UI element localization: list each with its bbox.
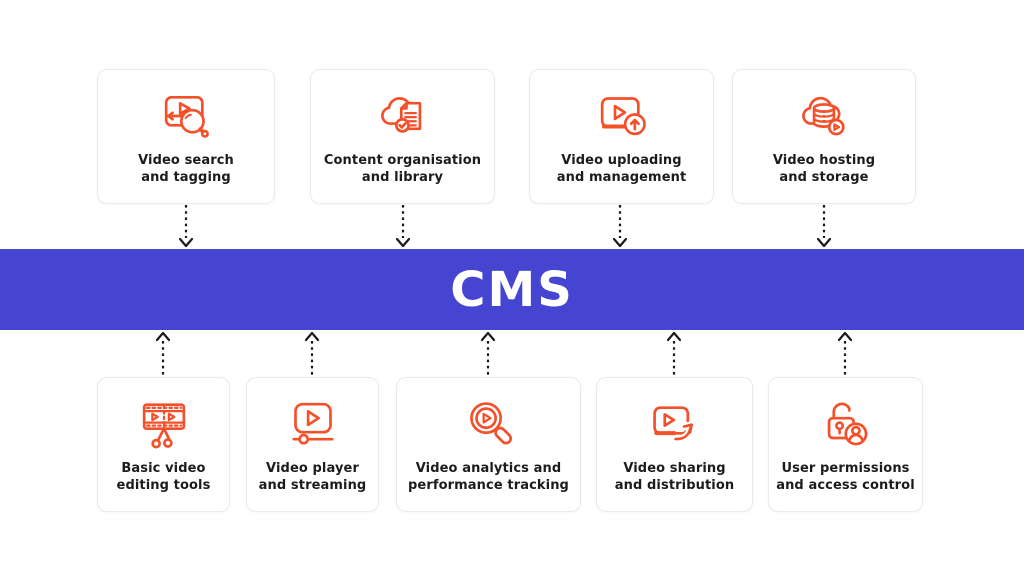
- label-line: and tagging: [141, 169, 231, 185]
- cms-title: CMS: [450, 261, 574, 318]
- card-label: Video hosting and storage: [773, 152, 875, 186]
- video-editing-icon: [136, 396, 192, 452]
- cloud-document-icon: [375, 88, 431, 144]
- card-basic-video-editing-tools: Basic video editing tools: [97, 377, 230, 512]
- video-analytics-icon: [461, 396, 517, 452]
- cloud-storage-icon: [796, 88, 852, 144]
- label-line: Video sharing: [623, 460, 726, 476]
- label-line: Video hosting: [772, 152, 876, 168]
- label-line: Video player: [266, 460, 359, 476]
- card-label: Video analytics and performance tracking: [408, 460, 569, 494]
- card-user-permissions-and-access-control: User permissions and access control: [768, 377, 923, 512]
- label-line: Video uploading: [561, 152, 682, 168]
- card-label: Video sharing and distribution: [615, 460, 734, 494]
- video-player-icon: [285, 396, 341, 452]
- label-line: editing tools: [116, 477, 211, 493]
- label-line: Video analytics and: [415, 460, 562, 476]
- arrow-down-icon: [395, 204, 411, 249]
- card-label: Video player and streaming: [259, 460, 367, 494]
- arrow-down-icon: [612, 204, 628, 249]
- card-video-sharing-and-distribution: Video sharing and distribution: [596, 377, 753, 512]
- card-content-organisation-and-library: Content organisation and library: [310, 69, 495, 204]
- label-line: and distribution: [614, 477, 735, 493]
- card-label: Video uploading and management: [557, 152, 687, 186]
- arrow-down-icon: [178, 204, 194, 249]
- label-line: and storage: [779, 169, 869, 185]
- arrow-up-icon: [666, 331, 682, 376]
- label-line: User permissions: [781, 460, 910, 476]
- label-line: Basic video: [121, 460, 206, 476]
- label-line: and streaming: [258, 477, 367, 493]
- video-search-icon: [158, 88, 214, 144]
- card-video-hosting-and-storage: Video hosting and storage: [732, 69, 916, 204]
- cms-band: CMS: [0, 249, 1024, 330]
- arrow-up-icon: [155, 331, 171, 376]
- label-line: and library: [361, 169, 444, 185]
- card-label: Video search and tagging: [138, 152, 234, 186]
- arrow-up-icon: [837, 331, 853, 376]
- card-video-search-and-tagging: Video search and tagging: [97, 69, 275, 204]
- arrow-down-icon: [816, 204, 832, 249]
- card-video-uploading-and-management: Video uploading and management: [529, 69, 714, 204]
- card-label: User permissions and access control: [776, 460, 915, 494]
- card-label: Basic video editing tools: [117, 460, 211, 494]
- user-permissions-icon: [818, 396, 874, 452]
- card-video-analytics-and-performance-tracking: Video analytics and performance tracking: [396, 377, 581, 512]
- label-line: and management: [556, 169, 687, 185]
- label-line: and access control: [776, 477, 915, 493]
- arrow-up-icon: [304, 331, 320, 376]
- video-upload-icon: [594, 88, 650, 144]
- card-video-player-and-streaming: Video player and streaming: [246, 377, 379, 512]
- card-label: Content organisation and library: [324, 152, 481, 186]
- label-line: Content organisation: [323, 152, 482, 168]
- arrow-up-icon: [480, 331, 496, 376]
- label-line: performance tracking: [408, 477, 569, 493]
- label-line: Video search: [138, 152, 234, 168]
- video-sharing-icon: [647, 396, 703, 452]
